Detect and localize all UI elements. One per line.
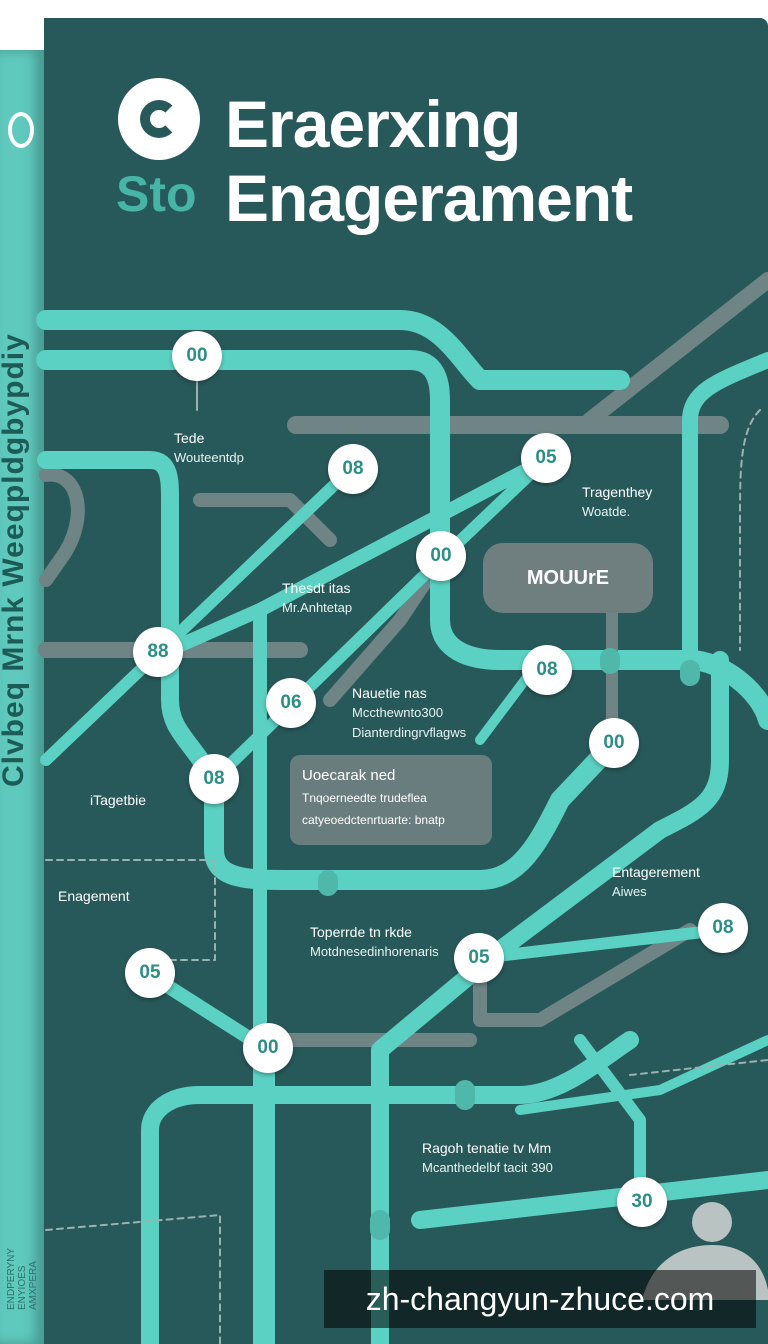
map-label-title: Tragenthey	[582, 484, 653, 500]
cover-logo-inner	[140, 100, 178, 138]
route-node: 05	[125, 948, 175, 998]
route-line-grey	[193, 493, 337, 547]
map-label-title: Tede	[174, 430, 205, 446]
route-line	[411, 1171, 768, 1229]
map-label-nauetic: Nauetie nas Mccthewnto300 Dianterdingrvf…	[352, 683, 466, 743]
map-label-sub: Woatde.	[582, 504, 631, 519]
route-node: 00	[589, 718, 639, 768]
mouure-box: MOUUrE	[483, 543, 653, 613]
map-label-toperrde: Toperrde tn rkde Motdnesedinhorenaris	[310, 922, 439, 962]
dashed-connector	[629, 1059, 768, 1076]
callout-box: Uoecarak ned Tnqoerneedte trudeflea caty…	[290, 755, 492, 845]
map-label-tragenthey: Tragenthey Woatde.	[582, 482, 652, 522]
route-line	[682, 352, 768, 668]
route-line	[36, 310, 630, 390]
map-label-sub: Dianterdingrvflagws	[352, 725, 467, 740]
route-node: 08	[328, 444, 378, 494]
map-label-engagement-right: Entagerement Aiwes	[612, 862, 700, 902]
map-label-title: Toperrde tn rkde	[310, 924, 412, 940]
callout-line: Tnqoerneedte trudeflea	[302, 791, 427, 805]
route-line-grey	[39, 467, 85, 587]
map-label-sub: Wouteentdp	[174, 450, 244, 465]
route-node: 30	[617, 1177, 667, 1227]
route-stop-pill	[455, 1080, 475, 1110]
route-node: 00	[243, 1023, 293, 1073]
map-label-title: iTagetbie	[90, 792, 147, 808]
route-line	[40, 464, 356, 766]
route-node: 08	[698, 903, 748, 953]
book-spine: Clvbeq Mrnk Weeqpldgbypdiy ENDPERYNY ENY…	[0, 50, 44, 1344]
map-label-engagement-left: Enagement	[58, 886, 130, 906]
route-line	[204, 735, 622, 890]
map-label-sub: Motdnesedinhorenaris	[310, 944, 439, 959]
map-label-title: Ragoh tenatie tv Mm	[422, 1140, 552, 1156]
route-node: 06	[266, 678, 316, 728]
route-line	[37, 451, 223, 789]
spine-logo-icon	[8, 112, 34, 148]
watermark: zh-changyun-zhuce.com	[324, 1270, 756, 1328]
route-node: 08	[522, 645, 572, 695]
map-label-itagetbie: iTagetbie	[90, 790, 146, 810]
map-label-title: Nauetie nas	[352, 685, 427, 701]
map-label-title: Thesdt itas	[282, 580, 351, 596]
map-label-sub: Mccthewnto300	[352, 705, 444, 720]
route-line-grey	[582, 272, 768, 428]
route-stop-pill	[680, 660, 700, 686]
route-stop-pill	[370, 1210, 390, 1240]
dashed-connector	[739, 409, 761, 651]
map-label-title: Enagement	[58, 888, 130, 904]
callout-line: catyeoedctenrtuarte: bnatp	[302, 813, 445, 827]
route-node: 00	[172, 331, 222, 381]
cover-title-accent: Sto	[116, 166, 197, 222]
map-label-tede: Tede Wouteentdp	[174, 428, 244, 468]
map-label-thesis: Thesdt itas Mr.Anhtetap	[282, 578, 352, 618]
route-node: 05	[454, 933, 504, 983]
map-label-sub: Mcanthedelbf tacit 390	[422, 1160, 553, 1175]
route-line	[36, 350, 768, 730]
route-node: 08	[189, 754, 239, 804]
route-line	[515, 1035, 768, 1115]
route-line	[574, 1034, 646, 1211]
route-node: 88	[133, 627, 183, 677]
dashed-connector	[45, 1214, 221, 1344]
callout-heading: Uoecarak ned	[302, 767, 396, 784]
route-stop-pill	[600, 648, 620, 674]
route-line	[371, 651, 729, 1344]
cover-title-line2: Enagerament	[225, 161, 633, 235]
map-label-sub: Aiwes	[612, 884, 647, 899]
route-line	[474, 924, 726, 964]
route-node: 05	[521, 433, 571, 483]
map-label-pagoh: Ragoh tenatie tv Mm Mcanthedelbf tacit 3…	[422, 1138, 553, 1178]
map-label-sub: Mr.Anhtetap	[282, 600, 353, 615]
dashed-connector	[45, 859, 216, 961]
route-stop-pill	[318, 870, 338, 896]
map-label-title: Entagerement	[612, 864, 700, 880]
cover-title-line1: Eraerxing	[225, 87, 521, 161]
route-node: 00	[416, 531, 466, 581]
